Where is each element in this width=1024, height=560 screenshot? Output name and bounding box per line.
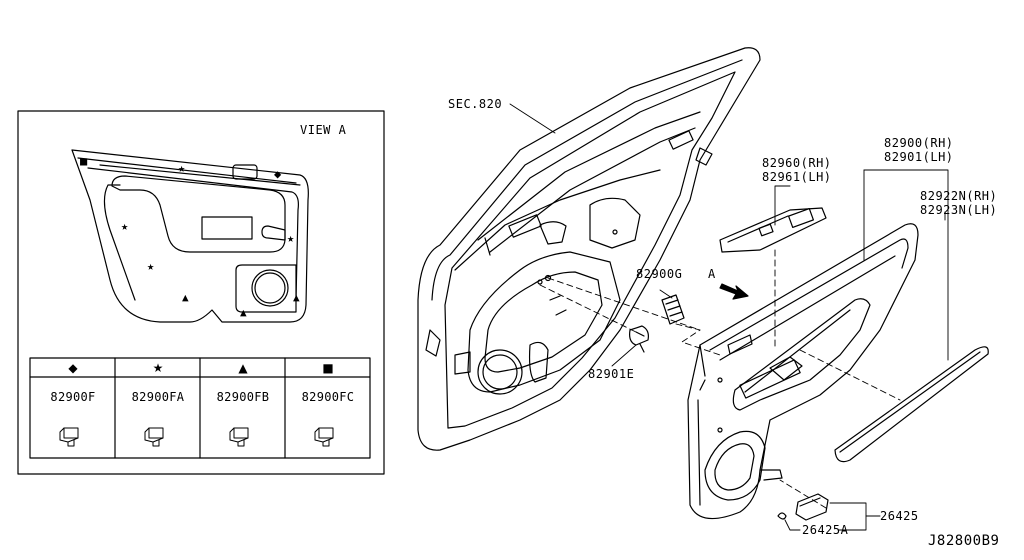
marker-triangle-icon: ▲ [293, 291, 301, 304]
legend-symbol-triangle-icon: ▲ [238, 361, 248, 375]
callout-sec-820: SEC.820 [448, 97, 503, 111]
callout-82961: 82961(LH) [762, 170, 832, 184]
view-a-label: VIEW A [300, 123, 347, 137]
marker-star-icon: ★ [147, 259, 155, 273]
marker-star-icon: ★ [287, 231, 295, 245]
legend-code: 82900F [50, 390, 96, 404]
legend-symbol-square-icon: ■ [322, 361, 334, 375]
clip-82900G-drawing [661, 294, 685, 325]
inset-legend-table [29, 357, 371, 459]
dashed-alignment-lines [539, 249, 901, 509]
callout-view-a-arrow: A [708, 267, 716, 281]
switch-finisher-82960 [719, 207, 827, 253]
callout-26425: 26425 [880, 509, 919, 523]
legend-clip-icons [59, 427, 334, 447]
legend-code: 82900FB [216, 390, 270, 404]
moulding-strip-82922N [834, 346, 989, 463]
door-trim-panel [687, 223, 919, 520]
door-inner-panel [417, 47, 761, 451]
marker-star-icon: ★ [121, 219, 129, 233]
view-arrow [719, 283, 749, 300]
callout-82900G: 82900G [636, 267, 683, 281]
inset-door-trim [71, 149, 309, 323]
inset-frame [17, 110, 385, 475]
legend-symbol-star-icon: ★ [152, 361, 164, 375]
screw-82901E-drawing [629, 325, 649, 353]
marker-star-icon: ★ [178, 161, 186, 175]
marker-diamond-icon: ◆ [274, 167, 282, 181]
diagram-id: J82800B9 [928, 533, 1000, 549]
switch-26425-drawing [777, 493, 829, 521]
legend-symbol-diamond-icon: ◆ [68, 361, 78, 375]
leader-lines [509, 103, 949, 531]
callout-82923N: 82923N(LH) [920, 203, 998, 217]
callout-82901E: 82901E [588, 367, 635, 381]
callout-26425A: 26425A [802, 523, 849, 537]
callout-82922N: 82922N(RH) [920, 189, 998, 203]
callout-82901: 82901(LH) [884, 150, 954, 164]
marker-triangle-icon: ▲ [240, 306, 248, 319]
legend-code: 82900FC [301, 390, 355, 404]
marker-triangle-icon: ▲ [182, 291, 190, 304]
callout-82960: 82960(RH) [762, 156, 832, 170]
legend-code: 82900FA [131, 390, 185, 404]
callout-82900: 82900(RH) [884, 136, 954, 150]
marker-square-icon: ■ [80, 154, 88, 168]
